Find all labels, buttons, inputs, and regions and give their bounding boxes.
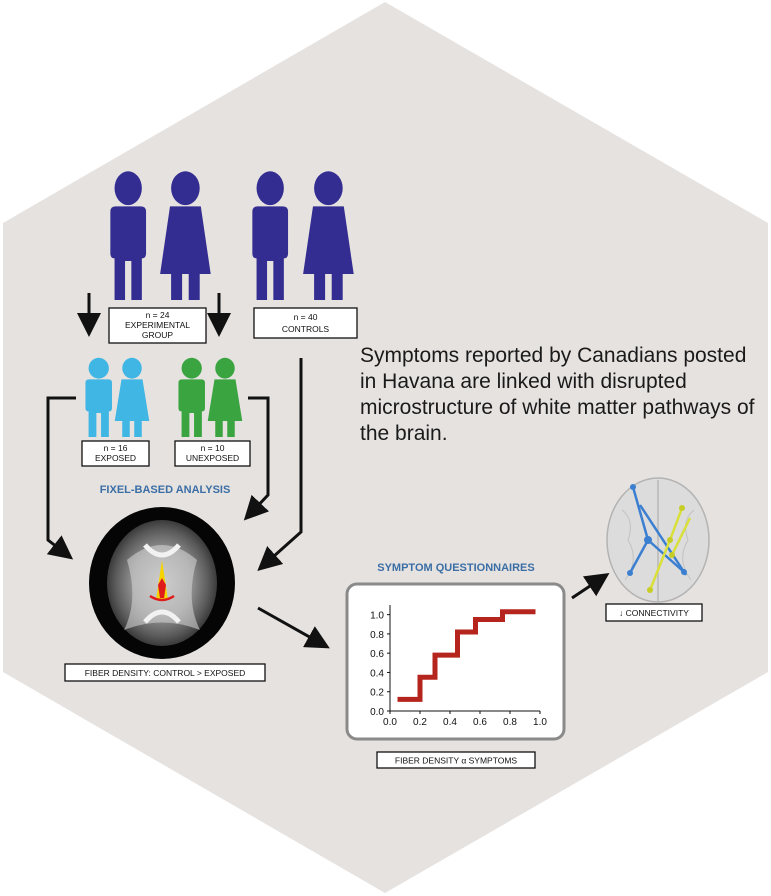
y-tick-label: 0.6	[370, 649, 384, 660]
x-tick-label: 0.8	[503, 717, 517, 728]
analysis-arrows	[46, 358, 610, 649]
step-line-series	[397, 609, 536, 702]
fiber-density-compare-label: FIBER DENSITY: CONTROL > EXPOSED	[85, 668, 246, 678]
x-tick-label: 0.0	[383, 717, 397, 728]
x-tick-label: 1.0	[533, 717, 547, 728]
y-tick-label: 0.8	[370, 630, 384, 641]
symptom-questionnaires-title: SYMPTOM QUESTIONNAIRES	[377, 562, 534, 574]
experimental-group-label: GROUP	[142, 330, 174, 340]
y-tick-label: 1.0	[370, 611, 384, 622]
fiber-density-symptoms-label: FIBER DENSITY α SYMPTOMS	[395, 756, 518, 766]
brain-scan	[89, 507, 235, 659]
y-tick-label: 0.4	[370, 668, 384, 679]
unexposed-label: UNEXPOSED	[186, 453, 239, 463]
controls-box	[253, 307, 358, 339]
unexposed-box	[174, 440, 251, 467]
experimental-n-label: n = 24	[146, 310, 170, 320]
exposed-box	[81, 440, 150, 467]
controls-n-label: n = 40	[294, 312, 318, 322]
fiber-density-symptoms-box	[376, 751, 536, 769]
experimental-label: EXPERIMENTAL	[125, 320, 190, 330]
connectivity-label: ↓ CONNECTIVITY	[619, 608, 689, 618]
exposed-label: EXPOSED	[95, 453, 136, 463]
headline-text: Symptoms reported by Canadians posted in…	[360, 344, 755, 445]
connectivity-brain	[606, 477, 710, 603]
exposed-n-label: n = 16	[104, 443, 128, 453]
unexposed-n-label: n = 10	[201, 443, 225, 453]
connectivity-box	[605, 603, 703, 622]
x-tick-label: 0.6	[473, 717, 487, 728]
fixel-analysis-title: FIXEL-BASED ANALYSIS	[100, 484, 231, 496]
y-tick-label: 0.0	[370, 707, 384, 718]
y-tick-label: 0.2	[370, 688, 384, 699]
step-chart: 0.0 0.2 0.4 0.6 0.8 1.0 0.0 0.2 0.4 0.6 0.8 1.0	[370, 605, 547, 728]
split-arrows	[77, 293, 231, 337]
x-tick-label: 0.2	[413, 717, 427, 728]
controls-label: CONTROLS	[282, 324, 330, 334]
experimental-group-box	[108, 307, 207, 344]
x-tick-label: 0.4	[443, 717, 457, 728]
fiber-density-compare-box	[64, 663, 266, 682]
